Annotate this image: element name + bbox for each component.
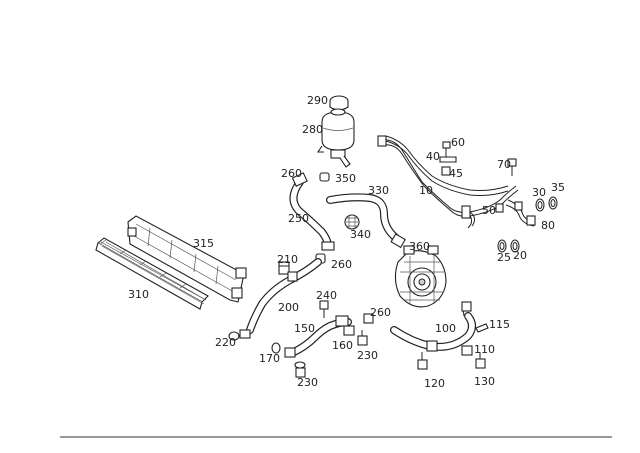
fluid-reservoir: [316, 108, 355, 168]
part-label-230: 230: [297, 376, 318, 389]
part-label-315: 315: [193, 237, 214, 250]
part-label-60: 60: [451, 136, 465, 149]
fitting-230-bottom: [294, 361, 306, 378]
part-label-350: 350: [335, 172, 356, 185]
hose-250: [289, 172, 335, 251]
fitting-50: [495, 201, 523, 213]
part-label-120: 120: [424, 377, 445, 390]
nozzle-340: [344, 214, 360, 230]
reservoir-cap: [329, 95, 349, 111]
part-label-50: 50: [482, 204, 496, 217]
clamp-210: [278, 261, 290, 275]
part-label-70: 70: [497, 158, 511, 171]
bracket-40: [439, 156, 457, 163]
part-label-200: 200: [278, 301, 299, 314]
part-label-220: 220: [215, 336, 236, 349]
seal-30: [535, 198, 545, 212]
bolt-70: [507, 158, 517, 176]
seal-25: [497, 239, 507, 253]
fitting-240: [319, 300, 329, 318]
part-label-150: 150: [294, 322, 315, 335]
part-label-40: 40: [426, 150, 440, 163]
part-label-160: 160: [332, 339, 353, 352]
pressure-lines-10: [377, 135, 535, 229]
part-labels: 290 280 60 40 45 70 260 350 330 30 35 10 50 80 250 340 3…: [128, 94, 565, 390]
part-label-80: 80: [541, 219, 555, 232]
part-label-260: 260: [281, 167, 302, 180]
seal-20: [510, 239, 520, 253]
hose-330: [326, 193, 406, 249]
seal-170: [271, 342, 281, 354]
bolt-60: [442, 141, 451, 157]
part-label-290: 290: [307, 94, 328, 107]
fitting-110: [461, 345, 473, 356]
part-label-35: 35: [551, 181, 565, 194]
part-label-45: 45: [449, 167, 463, 180]
part-label-30: 30: [532, 186, 546, 199]
cooler-frame-315: [127, 215, 247, 303]
seal-220: [228, 329, 251, 341]
connector-160: [335, 315, 355, 336]
return-hose-100: [390, 301, 476, 352]
clip-115: [475, 323, 489, 333]
part-label-360: 360: [409, 240, 430, 253]
part-label-110: 110: [474, 343, 495, 356]
sensor-230-mid: [357, 330, 368, 346]
part-label-310: 310: [128, 288, 149, 301]
part-label-170: 170: [259, 352, 280, 365]
part-label-330: 330: [368, 184, 389, 197]
steering-pump: [394, 245, 447, 308]
part-label-250: 250: [288, 212, 309, 225]
seal-35: [548, 196, 558, 210]
fitting-80: [526, 215, 536, 226]
part-label-20: 20: [513, 249, 527, 262]
part-label-230: 230: [357, 349, 378, 362]
part-label-100: 100: [435, 322, 456, 335]
part-label-25: 25: [497, 251, 511, 264]
part-label-280: 280: [302, 123, 323, 136]
part-label-340: 340: [350, 228, 371, 241]
bolt-120: [417, 352, 428, 370]
part-label-260: 260: [370, 306, 391, 319]
oil-cooler-310: [95, 237, 209, 310]
part-label-10: 10: [419, 184, 433, 197]
part-label-210: 210: [277, 253, 298, 266]
nut-45: [441, 166, 451, 176]
bolt-130: [475, 352, 486, 369]
part-label-115: 115: [489, 318, 510, 331]
line-200: [246, 258, 322, 334]
part-label-240: 240: [316, 289, 337, 302]
part-label-130: 130: [474, 375, 495, 388]
clamp-350: [319, 172, 330, 182]
part-label-260: 260: [331, 258, 352, 271]
nut-260-lower: [363, 313, 374, 324]
